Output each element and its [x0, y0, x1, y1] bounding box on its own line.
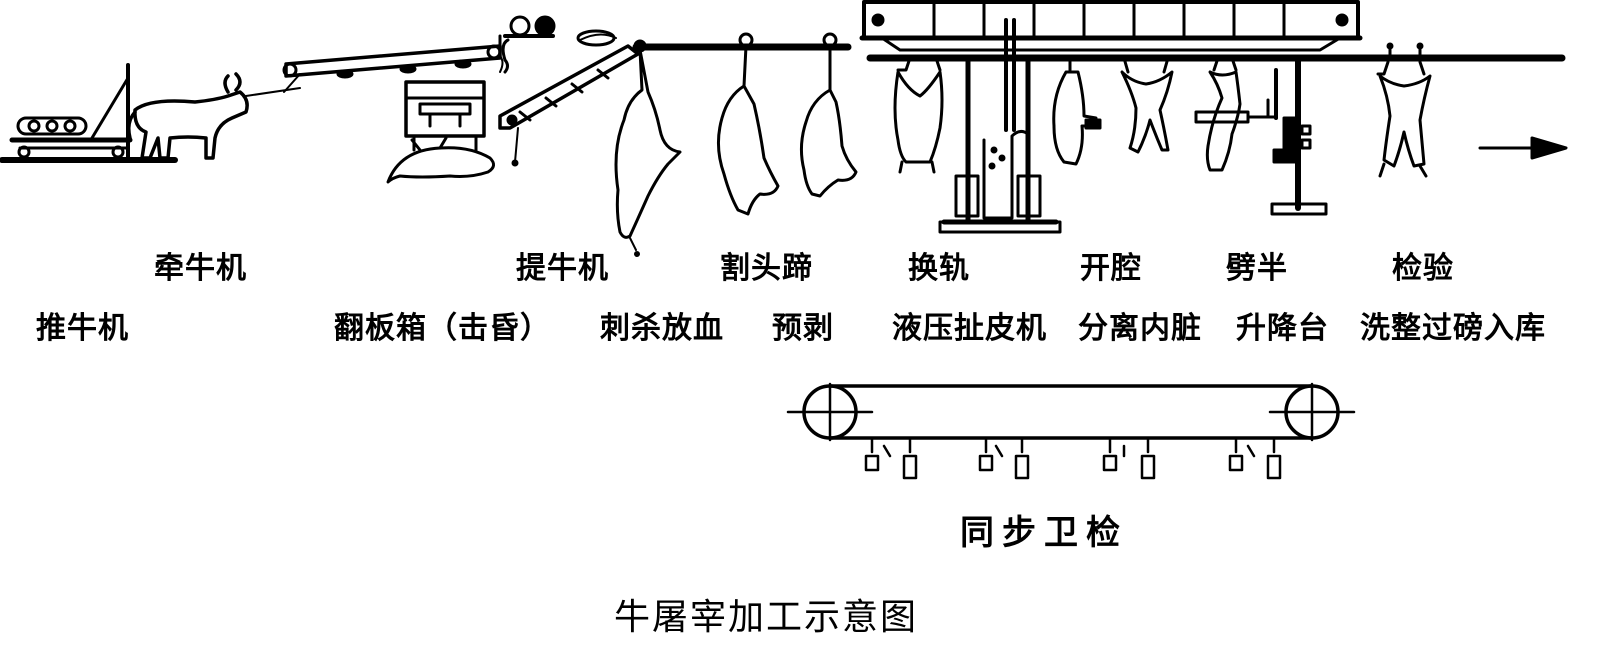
label-xizheng: 洗整过磅入库 — [1360, 311, 1546, 346]
stunned-cow-icon — [386, 136, 495, 184]
label-kaiqiang: 开腔 — [1080, 251, 1142, 286]
carcass-icon — [614, 48, 682, 257]
label-yeya: 液压扯皮机 — [892, 311, 1047, 346]
lifting-platform — [1270, 55, 1328, 216]
skinning-machine — [938, 18, 1062, 234]
stunning-box — [404, 80, 486, 152]
lead-rope — [245, 87, 301, 97]
pulley-icon — [498, 15, 556, 74]
carcass-icon — [717, 44, 780, 216]
carcass-icon — [1376, 42, 1432, 178]
diagram-caption: 牛屠宰加工示意图 — [614, 597, 919, 638]
label-fenli: 分离内脏 — [1078, 311, 1202, 346]
label-getoudi: 割头蹄 — [720, 251, 813, 286]
label-shengjiang: 升降台 — [1236, 311, 1329, 346]
carcass-icon — [1194, 56, 1278, 172]
push-machine — [0, 63, 178, 163]
pulling-conveyor — [282, 44, 504, 93]
label-piban: 劈半 — [1226, 251, 1288, 286]
label-jianyan: 检验 — [1392, 251, 1454, 286]
flow-arrow-icon — [1478, 136, 1568, 160]
overhead-frame — [859, 0, 1363, 52]
label-cisha: 刺杀放血 — [600, 311, 724, 346]
carcass-icon — [1052, 56, 1102, 166]
label-sync-inspection: 同步卫检 — [960, 513, 1128, 553]
cow-icon — [127, 72, 249, 160]
inspection-tray-group — [864, 436, 1282, 480]
label-tuiniu: 推牛机 — [36, 311, 129, 346]
label-fanban: 翻板箱（击昏） — [334, 311, 551, 346]
lifting-conveyor — [498, 29, 640, 167]
label-huangui: 换轨 — [908, 251, 970, 286]
carcass-icon — [799, 44, 858, 198]
overhead-rail-1 — [632, 32, 852, 53]
sync-inspection-conveyor — [786, 382, 1356, 442]
label-yubo: 预剥 — [772, 311, 834, 346]
carcass-icon — [1120, 56, 1174, 154]
label-tiniu: 提牛机 — [516, 251, 609, 286]
carcass-icon — [893, 56, 944, 174]
label-qianniu: 牵牛机 — [154, 251, 247, 286]
